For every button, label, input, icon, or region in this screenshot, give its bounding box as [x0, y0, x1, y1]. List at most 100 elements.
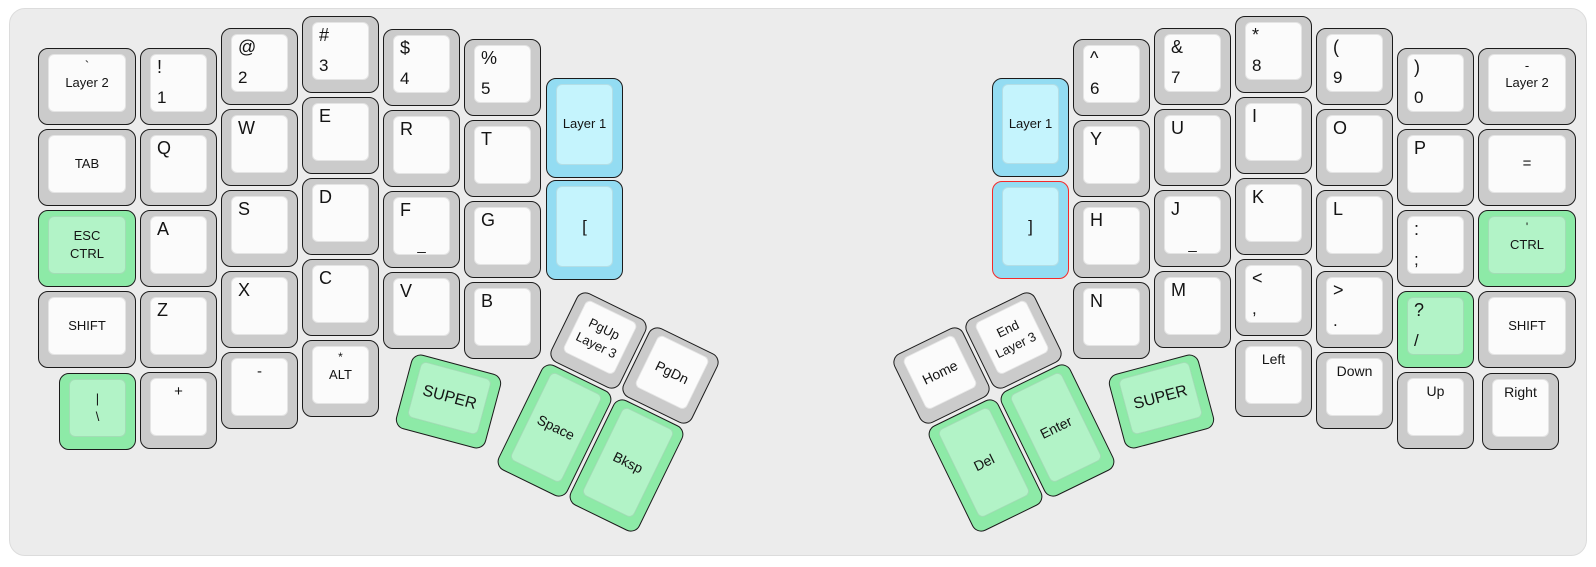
key-label: SUPER — [1131, 382, 1190, 413]
key-s[interactable]: S — [221, 190, 298, 267]
key-k[interactable]: K — [1235, 178, 1312, 255]
key-2-at[interactable]: @2 — [221, 28, 298, 105]
key-label: Bksp — [610, 448, 646, 477]
key-plus[interactable]: + — [140, 372, 217, 449]
keycap-face: N — [1083, 288, 1140, 346]
key-pipe-backslash[interactable]: |\ — [59, 373, 136, 450]
key-arrow-up[interactable]: Up — [1397, 372, 1474, 449]
keycap-face: &7 — [1164, 34, 1221, 92]
keycap-face: W — [231, 115, 288, 173]
key-l[interactable]: L — [1316, 190, 1393, 267]
key-g[interactable]: G — [464, 201, 541, 278]
key-r[interactable]: R — [383, 110, 460, 187]
key-layer2-right[interactable]: -Layer 2 — [1478, 48, 1576, 125]
key-label: SHIFT — [68, 317, 106, 333]
key-label: M — [1171, 280, 1186, 300]
key-7-amp[interactable]: &7 — [1154, 28, 1231, 105]
key-label: . — [1333, 311, 1338, 331]
key-label: I — [1252, 106, 1258, 126]
key-minus[interactable]: - — [221, 352, 298, 429]
keycap-face: TAB — [48, 135, 126, 193]
key-label: U — [1171, 118, 1184, 138]
key-quote-ctrl[interactable]: 'CTRL — [1478, 210, 1576, 287]
key-q[interactable]: Q — [140, 129, 217, 206]
key-m[interactable]: M — [1154, 271, 1231, 348]
keycap-face: SUPER — [406, 360, 493, 436]
key-equals[interactable]: = — [1478, 129, 1576, 206]
key-i[interactable]: I — [1235, 97, 1312, 174]
keycap-face: L — [1326, 196, 1383, 254]
key-layer1-right[interactable]: Layer 1 — [992, 78, 1069, 177]
keycap-face: T — [474, 126, 531, 184]
keycap-face: SHIFT — [1488, 297, 1566, 355]
key-layer2-left[interactable]: `Layer 2 — [38, 48, 136, 125]
keycap-face: Q — [150, 135, 207, 193]
keycap-face: )0 — [1407, 54, 1464, 112]
key-left-bracket[interactable]: [ — [546, 180, 623, 280]
key-v[interactable]: V — [383, 272, 460, 349]
key-z[interactable]: Z — [140, 291, 217, 368]
key-asterisk-alt[interactable]: *ALT — [302, 340, 379, 417]
key-0-rparen[interactable]: )0 — [1397, 48, 1474, 125]
key-layer1-left[interactable]: Layer 1 — [546, 78, 623, 178]
key-u[interactable]: U — [1154, 109, 1231, 186]
keycap-face: %5 — [474, 45, 531, 103]
key-b[interactable]: B — [464, 282, 541, 359]
key-label: 6 — [1090, 79, 1100, 99]
key-shift-right[interactable]: SHIFT — [1478, 291, 1576, 368]
keycap-face: R — [393, 116, 450, 174]
key-9-lparen[interactable]: (9 — [1316, 28, 1393, 105]
key-period-gt[interactable]: >. — [1316, 271, 1393, 348]
key-n[interactable]: N — [1073, 282, 1150, 359]
key-4-dollar[interactable]: $4 — [383, 29, 460, 106]
key-y[interactable]: Y — [1073, 120, 1150, 197]
key-e[interactable]: E — [302, 97, 379, 174]
key-label-group: ALT — [313, 347, 368, 403]
key-8-asterisk[interactable]: *8 — [1235, 16, 1312, 93]
key-t[interactable]: T — [464, 120, 541, 197]
key-5-percent[interactable]: %5 — [464, 39, 541, 116]
keycap-face: ] — [1002, 187, 1059, 266]
key-c[interactable]: C — [302, 259, 379, 336]
key-label: Z — [157, 300, 168, 320]
key-a[interactable]: A — [140, 210, 217, 287]
key-label: 9 — [1333, 68, 1343, 88]
key-p[interactable]: P — [1397, 129, 1474, 206]
key-label: ALT — [329, 366, 352, 382]
key-label: Layer 2 — [65, 74, 109, 90]
keycap-face: Up — [1407, 378, 1464, 436]
keycap-face: >. — [1326, 277, 1383, 335]
key-f[interactable]: F_ — [383, 191, 460, 268]
key-j[interactable]: J_ — [1154, 190, 1231, 267]
keycap-face: [ — [556, 186, 613, 267]
key-comma-lt[interactable]: <, — [1235, 259, 1312, 336]
key-w[interactable]: W — [221, 109, 298, 186]
key-shift-left[interactable]: SHIFT — [38, 291, 136, 368]
key-arrow-right[interactable]: Right — [1482, 373, 1559, 450]
key-colon-semicolon[interactable]: :; — [1397, 210, 1474, 287]
key-label: ! — [157, 57, 163, 77]
key-arrow-down[interactable]: Down — [1316, 352, 1393, 429]
key-right-bracket[interactable]: ] — [992, 181, 1069, 279]
key-label: ) — [1414, 57, 1420, 77]
key-label: > — [1333, 280, 1344, 300]
key-6-caret[interactable]: ^6 — [1073, 39, 1150, 116]
key-label: - — [257, 363, 262, 380]
key-h[interactable]: H — [1073, 201, 1150, 278]
keycap-face: K — [1245, 184, 1302, 242]
key-tab[interactable]: TAB — [38, 129, 136, 206]
key-o[interactable]: O — [1316, 109, 1393, 186]
key-label: ] — [1028, 216, 1033, 236]
key-x[interactable]: X — [221, 271, 298, 348]
key-d[interactable]: D — [302, 178, 379, 255]
key-question-slash[interactable]: ?/ — [1397, 291, 1474, 368]
key-label: 7 — [1171, 68, 1181, 88]
key-arrow-left[interactable]: Left — [1235, 340, 1312, 417]
key-label: ` — [84, 58, 90, 73]
key-label: R — [400, 119, 413, 139]
key-1-exclam[interactable]: !1 — [140, 48, 217, 125]
key-label: : — [1414, 219, 1420, 239]
keycap-face: Y — [1083, 126, 1140, 184]
key-3-hash[interactable]: #3 — [302, 16, 379, 93]
